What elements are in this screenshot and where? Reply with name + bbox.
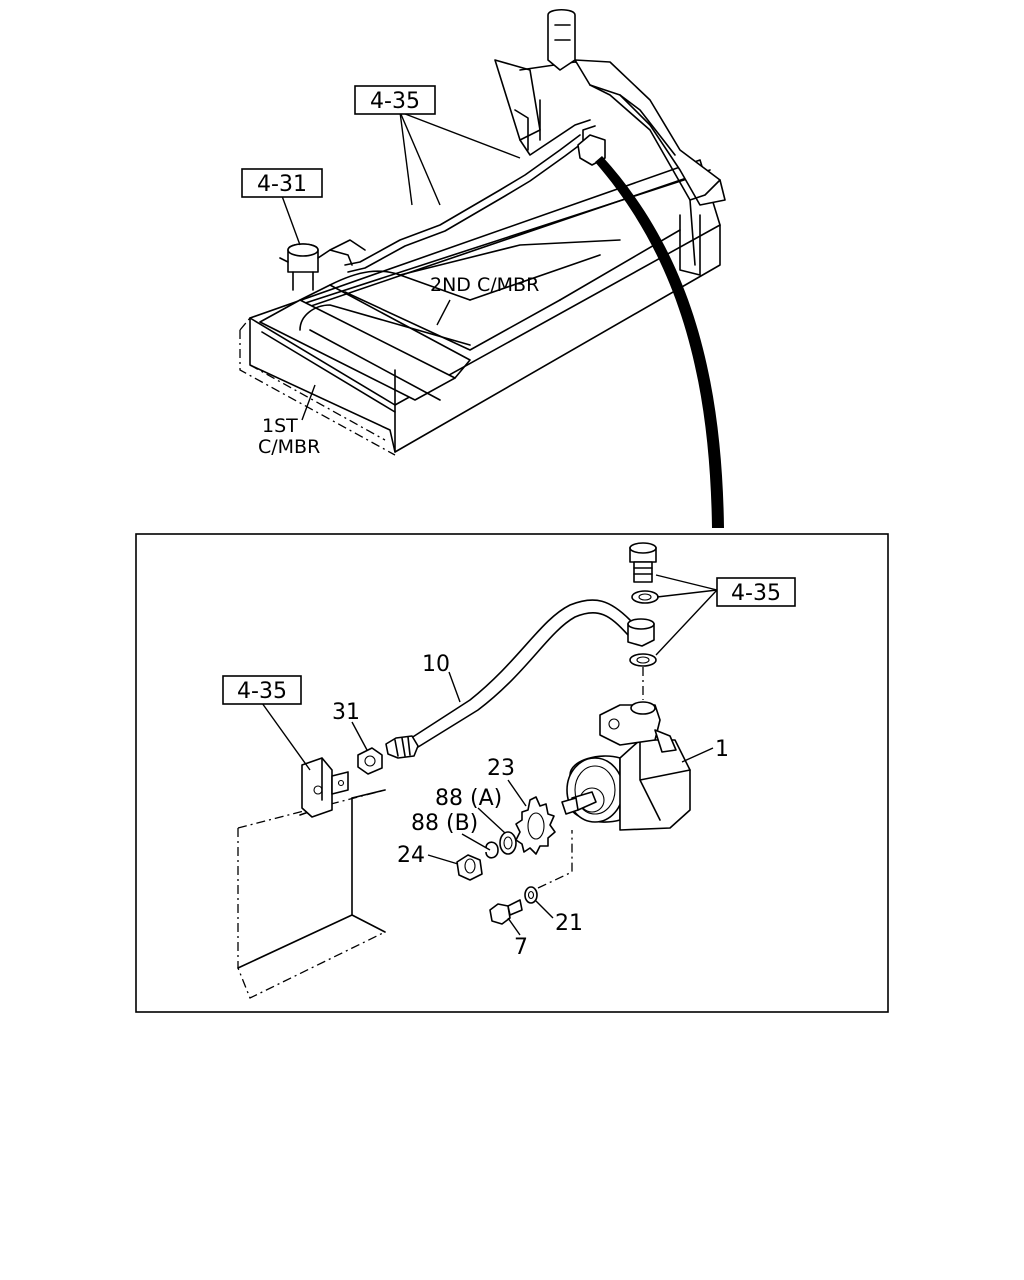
pump-1 (561, 701, 691, 831)
top-leaders (281, 111, 521, 421)
svg-text:4-35: 4-35 (370, 89, 420, 114)
bolt-7 (489, 899, 523, 925)
detail-leaders (261, 574, 718, 936)
washer-88b (485, 841, 499, 859)
svg-text:4-31: 4-31 (257, 172, 307, 197)
label-first-member-line1: 1ST (262, 415, 298, 437)
detail-frame-rail (237, 789, 386, 999)
part-number-7: 7 (514, 935, 528, 960)
chassis-frame-illustration (239, 8, 726, 456)
part-number-10: 10 (422, 652, 450, 677)
ref-box-top-tank[interactable]: 4-31 (241, 168, 323, 198)
ref-box-detail-fitting[interactable]: 4-35 (716, 577, 796, 607)
detail-callout-arrow (595, 156, 724, 528)
part-number-24: 24 (397, 843, 425, 868)
label-second-member: 2ND C/MBR (430, 274, 539, 296)
axis-bolt-line (537, 830, 573, 889)
nut-31 (357, 747, 383, 775)
part-number-88b: 88 (B) (411, 811, 478, 836)
part-number-23: 23 (487, 756, 515, 781)
part-number-1: 1 (715, 737, 729, 762)
part-number-88a: 88 (A) (435, 786, 502, 811)
part-number-31: 31 (332, 700, 360, 725)
detail-frame (135, 533, 889, 1013)
bracket (301, 757, 349, 818)
ref-box-detail-bracket[interactable]: 4-35 (222, 675, 302, 705)
svg-text:4-35: 4-35 (237, 679, 287, 704)
nut-24 (456, 854, 483, 881)
gear-23 (515, 796, 556, 855)
part-number-21: 21 (555, 911, 583, 936)
ref-box-top-pipe[interactable]: 4-35 (354, 85, 436, 115)
svg-text:4-35: 4-35 (731, 581, 781, 606)
pipe-10 (385, 599, 631, 759)
washer-88a (499, 831, 517, 855)
banjo-fitting (627, 542, 659, 700)
washer-21 (524, 886, 538, 904)
label-first-member-line2: C/MBR (258, 436, 320, 458)
